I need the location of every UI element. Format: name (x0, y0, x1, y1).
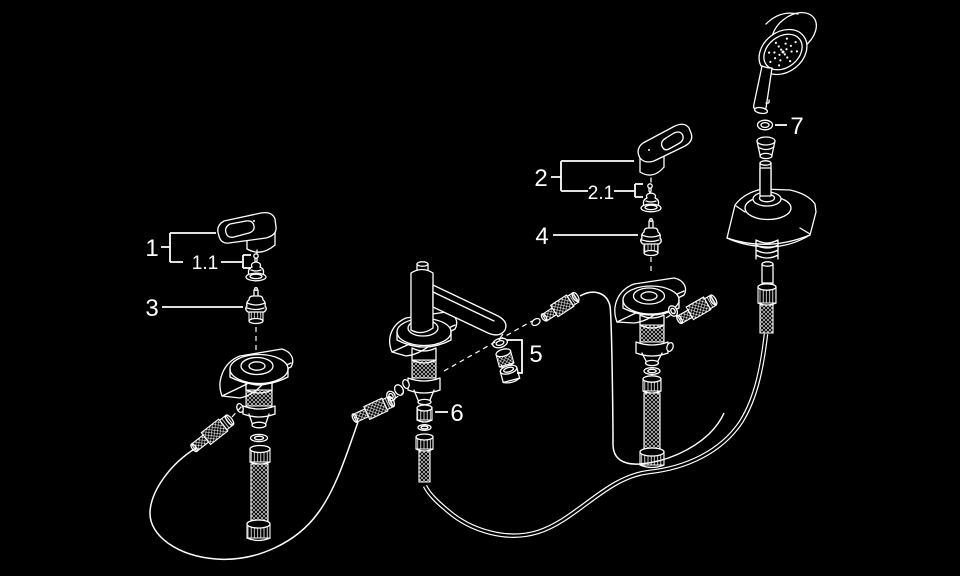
hose-end-left (188, 413, 236, 455)
supply-hose-center (416, 425, 433, 482)
callout-2-1-label: 2.1 (588, 183, 614, 204)
connection-hose-right (580, 292, 724, 464)
connection-dash-spout (444, 321, 532, 371)
spray-nozzles (768, 37, 799, 67)
connection-dash-right (666, 313, 674, 318)
hose-end-center (350, 394, 396, 425)
connection-hose-left-loop (150, 422, 358, 559)
callout-5: 5 (507, 340, 543, 373)
callout-3: 3 (145, 295, 243, 322)
aerator-parts (492, 337, 521, 385)
callout-7: 7 (775, 113, 804, 140)
callout-1: 1 (145, 233, 216, 262)
handle-right (638, 124, 692, 182)
callout-6: 6 (435, 400, 464, 427)
escutcheon-right (615, 278, 686, 323)
gland-nut-left (246, 262, 266, 281)
callout-2-1: 2.1 (588, 183, 643, 204)
callout-4: 4 (535, 223, 638, 250)
shower-adapter (757, 137, 775, 159)
handle-screw-right (648, 184, 652, 193)
shower-oring (758, 120, 773, 130)
spout (411, 262, 506, 335)
gland-nut-right (641, 193, 661, 212)
connection-dash-center (394, 393, 403, 399)
callout-4-label: 4 (535, 223, 548, 250)
callout-1-1: 1.1 (192, 253, 251, 274)
connection-dash-left (232, 406, 242, 417)
callout-2: 2 (534, 161, 634, 192)
valve-body-center (385, 348, 440, 405)
valve-body-left (236, 382, 275, 428)
connector-part6 (417, 405, 432, 422)
cartridge-right (641, 219, 662, 256)
supply-hose-left (247, 434, 270, 540)
cartridge-left (246, 288, 267, 324)
callout-1-1-label: 1.1 (192, 253, 218, 274)
supply-hose-right (640, 368, 664, 468)
shower-hose (425, 334, 766, 536)
hand-shower (750, 4, 824, 114)
callout-6-label: 6 (450, 400, 463, 427)
callout-5-label: 5 (529, 341, 542, 368)
hose-end-right (674, 292, 719, 326)
callout-7-label: 7 (790, 113, 803, 140)
hose-end-spout (531, 290, 582, 327)
explode-dash-aerator (500, 334, 503, 338)
callout-2-label: 2 (534, 165, 547, 192)
pullout-escutcheon (727, 161, 816, 333)
handle-left (218, 213, 276, 254)
valve-body-right (636, 304, 679, 365)
callout-3-label: 3 (145, 295, 158, 322)
callout-1-label: 1 (145, 235, 158, 262)
